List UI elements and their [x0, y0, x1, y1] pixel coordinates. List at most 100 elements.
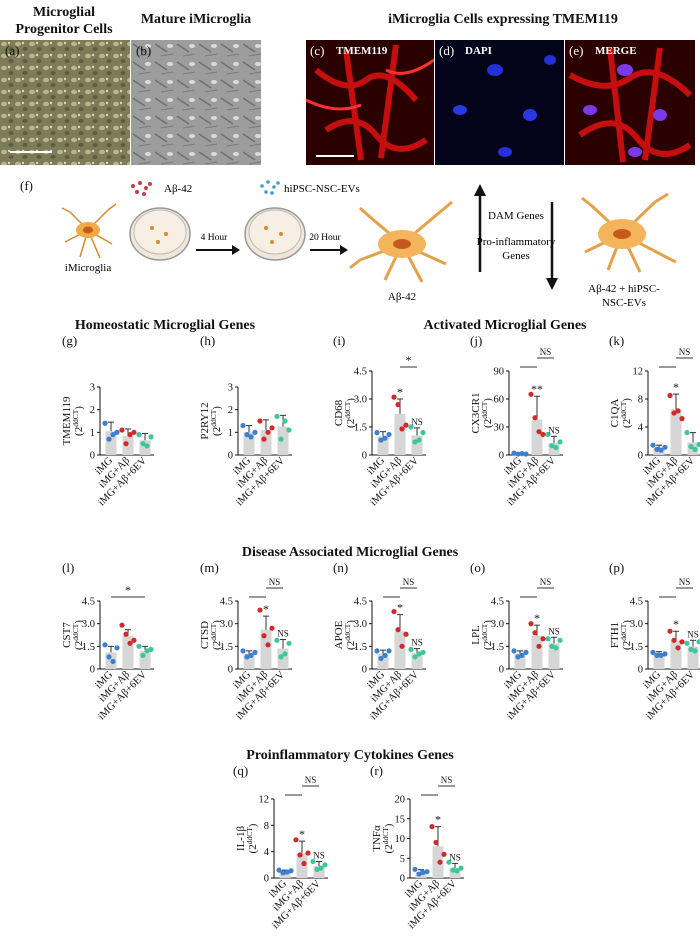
y-tick-label: 3: [90, 383, 95, 394]
final-label-1: Aβ-42 + hiPSC-: [588, 283, 660, 295]
significance-label: NS: [548, 626, 560, 636]
y-tick-label: 0: [638, 451, 643, 462]
bar-iMG+Aβ+6EV: [313, 866, 325, 878]
section-activated: Activated Microglial Genes: [423, 318, 587, 333]
data-point: [684, 640, 690, 646]
data-point: [131, 637, 137, 643]
channel-label-dapi: DAPI: [465, 45, 492, 57]
data-point: [667, 628, 673, 634]
panel-label-d: (d): [439, 43, 455, 58]
ab42-label: Aβ-42: [164, 183, 192, 195]
arrow-20-hour: [310, 245, 348, 255]
ev-label: hiPSC-NSC-EVs: [284, 183, 360, 195]
data-point: [412, 654, 418, 660]
pro-inflammatory-label-2: Genes: [502, 250, 530, 262]
y-tick-label: 0: [228, 451, 233, 462]
chart-ctsd: (m)01.53.04.5CTSD(2ddCT)iMGiMG+AβiMG+Aβ+…: [199, 560, 292, 722]
bar-iMG+Aβ: [296, 852, 308, 878]
y-tick-label: 3.0: [630, 619, 643, 630]
data-point: [662, 651, 668, 657]
data-point: [252, 429, 258, 435]
y-axis-label: FTH1: [609, 622, 621, 648]
data-point: [106, 654, 112, 660]
data-point: [671, 410, 677, 416]
data-point: [420, 649, 426, 655]
data-point: [692, 446, 698, 452]
panel-label: (n): [333, 560, 348, 575]
data-point: [382, 652, 388, 659]
y-axis-unit: (2ddCT): [343, 620, 357, 650]
data-point: [280, 870, 286, 876]
y-axis-unit: (2ddCT): [480, 398, 494, 428]
y-tick-label: 0: [90, 451, 95, 462]
data-point: [148, 434, 154, 440]
data-point: [314, 866, 320, 873]
pro-inflammatory-label-1: Pro-inflammatory: [477, 236, 556, 248]
panel-label-f: (f): [20, 178, 33, 193]
data-point: [140, 441, 146, 447]
data-point: [286, 427, 292, 433]
data-point: [403, 422, 409, 428]
dam-genes-label: DAM Genes: [488, 210, 544, 222]
bar-iMG+Aβ: [260, 430, 272, 455]
data-point: [658, 652, 664, 659]
data-point: [519, 652, 525, 659]
y-tick-label: 20: [395, 795, 406, 806]
y-axis-label: TNFα: [371, 825, 383, 852]
significance-label: *: [397, 385, 403, 399]
data-point: [540, 431, 546, 438]
significance-label: **: [531, 382, 543, 396]
data-point: [127, 640, 133, 646]
y-tick-label: 1.5: [491, 642, 504, 653]
chart-cst7: (l)01.53.04.5CST7(2ddCT)iMGiMG+AβiMG+Aβ+…: [61, 560, 154, 722]
bar-iMG: [243, 432, 255, 455]
panel-label: (q): [233, 763, 248, 778]
phase-contrast-progenitor-image: (a): [0, 40, 130, 165]
y-tick-label: 3.0: [354, 395, 367, 406]
data-point: [269, 625, 275, 631]
data-point: [650, 649, 656, 655]
data-point: [378, 437, 384, 443]
significance-label: NS: [679, 577, 691, 587]
y-tick-label: 1: [90, 428, 95, 439]
chart-apoe: (n)01.53.04.5APOE(2ddCT)iMGiMG+AβiMG+Aβ+…: [333, 560, 426, 722]
data-point: [391, 394, 397, 400]
bar-iMG+Aβ: [531, 635, 543, 669]
bar-iMG+Aβ: [670, 409, 682, 455]
panel-label: (l): [62, 560, 74, 575]
y-tick-label: 0: [638, 665, 643, 676]
result-label: Aβ-42: [388, 291, 416, 303]
data-point: [679, 416, 685, 422]
y-axis-unit: (2ddCT): [71, 620, 85, 650]
panel-label: (h): [200, 333, 215, 348]
data-point: [386, 648, 392, 654]
data-point: [667, 392, 673, 399]
y-tick-label: 4.5: [630, 597, 643, 608]
bar-iMG+Aβ: [670, 640, 682, 669]
significance-label: *: [263, 602, 269, 616]
data-point: [688, 646, 694, 652]
bar-iMG+Aβ: [394, 631, 406, 669]
y-axis-label: LPL: [470, 625, 482, 645]
data-point: [286, 640, 292, 646]
y-axis-unit: (2ddCT): [343, 398, 357, 428]
y-axis-label: APOE: [333, 620, 345, 649]
y-axis-unit: (2ddCT): [71, 406, 85, 436]
panel-label: (o): [470, 560, 485, 575]
y-axis-label: CX3CR1: [470, 393, 482, 434]
data-point: [282, 418, 288, 424]
data-point: [240, 648, 246, 654]
data-point: [276, 867, 282, 873]
data-point: [278, 436, 284, 442]
data-point: [519, 451, 525, 457]
channel-label-merge: MERGE: [595, 45, 637, 57]
bar-iMG: [243, 653, 255, 669]
y-tick-label: 3.0: [220, 619, 233, 630]
data-point: [391, 608, 397, 615]
data-point: [110, 658, 116, 665]
panel-label: (g): [62, 333, 77, 348]
chart-il-1-: (q)04812IL-1β(2ddCT)iMGiMG+AβiMG+Aβ+6EV*…: [233, 763, 328, 931]
bar-iMG+Aβ+6EV: [277, 648, 289, 669]
cell-label: iMicroglia: [65, 262, 112, 274]
bar-iMG+Aβ+6EV: [277, 426, 289, 455]
